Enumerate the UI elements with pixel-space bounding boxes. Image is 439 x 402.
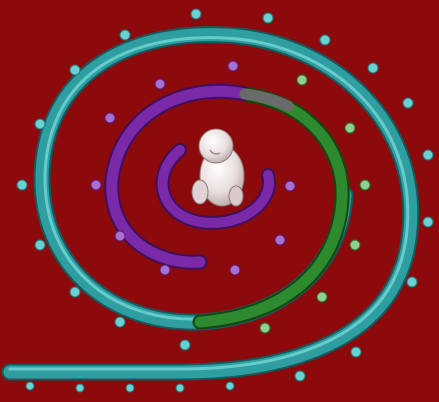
spiral-illustration	[0, 0, 439, 402]
illustration-canvas	[0, 0, 439, 402]
